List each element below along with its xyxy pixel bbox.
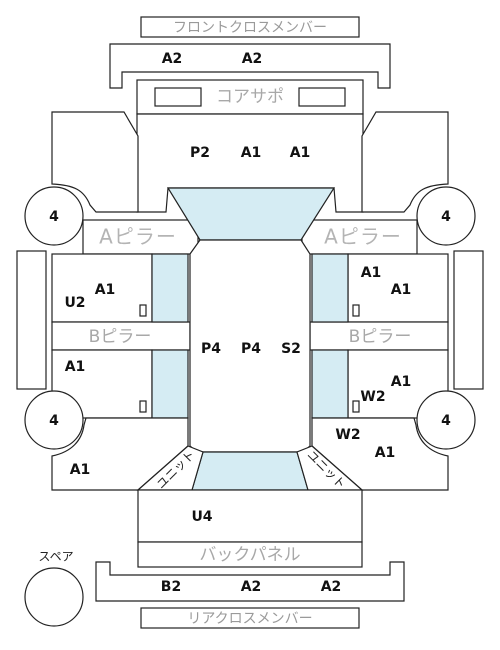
rear-cross-member-label-box <box>140 607 360 629</box>
rear-fender-left-code: A1 <box>70 462 91 478</box>
side-window-front-right[interactable] <box>311 253 349 323</box>
front-fender-right[interactable] <box>361 111 449 213</box>
rear-cross-member[interactable] <box>95 561 405 602</box>
rear-door-left-code: A1 <box>65 359 86 375</box>
rear-fender-right-code-1: W2 <box>335 427 360 443</box>
trunk-code: U4 <box>191 509 212 525</box>
tire-front-right[interactable] <box>416 186 476 246</box>
spare-tire-label: スペア <box>38 550 73 564</box>
headlight-left[interactable] <box>154 87 202 107</box>
a-pillar-right-label: Aピラー <box>324 225 402 249</box>
rear-cross-code-2: A2 <box>241 579 262 595</box>
rear-fender-right-code-2: A1 <box>375 445 396 461</box>
front-fender-left[interactable] <box>51 111 139 213</box>
tire-rear-right[interactable] <box>416 390 476 450</box>
rear-door-left-handle[interactable] <box>139 400 147 413</box>
tire-rear-left[interactable] <box>24 390 84 450</box>
rear-cross-code-1: B2 <box>161 579 181 595</box>
headlight-right[interactable] <box>298 87 346 107</box>
bonnet-code-2: A1 <box>241 145 262 161</box>
trunk[interactable] <box>137 489 363 543</box>
a-pillar-right[interactable] <box>301 219 418 255</box>
a-pillar-left-label: Aピラー <box>99 225 177 249</box>
front-door-left-code-1: A1 <box>95 282 116 298</box>
side-window-rear-left[interactable] <box>151 349 189 419</box>
tire-front-right-count: 4 <box>441 209 451 225</box>
bonnet-code-1: P2 <box>190 145 210 161</box>
back-panel-label: バックパネル <box>199 545 300 565</box>
b-pillar-right-label: Bピラー <box>349 327 412 347</box>
rear-cross-member-label: リアクロスメンバー <box>187 611 312 627</box>
front-cross-code-right: A2 <box>242 51 263 67</box>
b-pillar-right[interactable] <box>309 321 449 351</box>
roof-code-3: S2 <box>281 341 301 357</box>
rear-fender-left[interactable] <box>51 417 189 491</box>
rear-door-right-handle[interactable] <box>352 400 360 413</box>
tire-front-left-count: 4 <box>49 209 59 225</box>
core-support-label: コアサポ <box>216 87 284 107</box>
tire-front-left[interactable] <box>24 186 84 246</box>
front-door-right-handle[interactable] <box>352 304 360 317</box>
front-door-left-handle[interactable] <box>139 304 147 317</box>
side-window-rear-right[interactable] <box>311 349 349 419</box>
side-window-front-left[interactable] <box>151 253 189 323</box>
front-door-right[interactable] <box>347 253 449 323</box>
front-cross-member-label-box <box>140 16 360 38</box>
a-pillar-left[interactable] <box>82 219 199 255</box>
rear-window[interactable] <box>191 451 309 491</box>
front-cross-member-label: フロントクロスメンバー <box>173 20 327 36</box>
front-cross-code-left: A2 <box>162 51 183 67</box>
front-door-right-code-2: A1 <box>391 282 412 298</box>
rear-fender-right[interactable] <box>311 417 449 491</box>
side-step-right[interactable] <box>453 250 484 390</box>
side-step-left[interactable] <box>16 250 47 390</box>
roof-code-2: P4 <box>241 341 261 357</box>
spare-tire[interactable] <box>24 567 84 627</box>
front-door-left-code-2: U2 <box>64 295 85 311</box>
b-pillar-left-label: Bピラー <box>89 327 152 347</box>
front-cross-member[interactable] <box>109 43 391 89</box>
roof-code-1: P4 <box>201 341 221 357</box>
tire-rear-left-count: 4 <box>49 413 59 429</box>
back-panel[interactable] <box>137 541 363 568</box>
rear-door-right-code-1: A1 <box>391 374 412 390</box>
rear-cross-code-3: A2 <box>321 579 342 595</box>
rear-door-right-code-2: W2 <box>360 389 385 405</box>
front-door-right-code-1: A1 <box>361 265 382 281</box>
bonnet-code-3: A1 <box>290 145 311 161</box>
tire-rear-right-count: 4 <box>441 413 451 429</box>
